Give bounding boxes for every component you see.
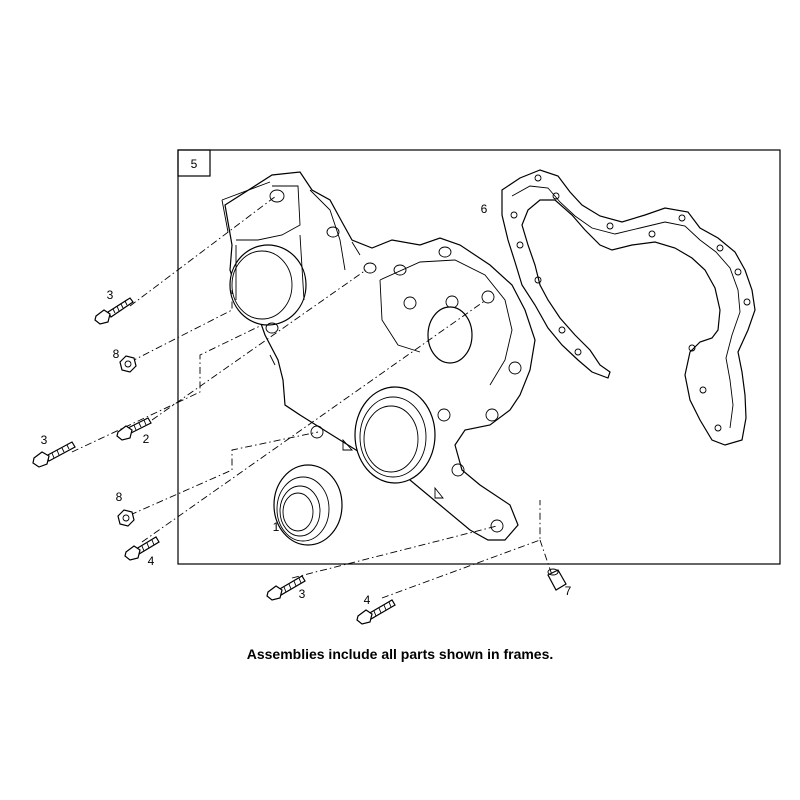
screw-3-bottom: 3 bbox=[266, 575, 306, 601]
timing-cover bbox=[221, 171, 536, 541]
nut-8-upper: 8 bbox=[113, 347, 137, 373]
screw-3-left: 3 bbox=[32, 433, 76, 468]
fasteners: 3 8 3 2 8 bbox=[32, 288, 572, 625]
callout-screw-short: 2 bbox=[143, 432, 150, 446]
callout-screw-mid-left: 4 bbox=[148, 554, 155, 568]
callout-nut-lower: 8 bbox=[116, 490, 123, 504]
callout-gasket: 6 bbox=[481, 202, 488, 216]
nut-8-lower: 8 bbox=[116, 490, 135, 527]
assembly-lines bbox=[71, 195, 553, 599]
screw-3-top: 3 bbox=[94, 288, 134, 325]
frame-label: 5 bbox=[191, 157, 198, 171]
callout-screw-left: 3 bbox=[41, 433, 48, 447]
screw-2: 2 bbox=[116, 417, 152, 446]
callout-nut-upper: 8 bbox=[113, 347, 120, 361]
callout-seal: 1 bbox=[273, 520, 280, 534]
screw-4-left: 4 bbox=[124, 536, 160, 568]
cover-gasket: 6 bbox=[481, 169, 756, 446]
assembly-caption: Assemblies include all parts shown in fr… bbox=[246, 646, 554, 662]
callout-dowel: 7 bbox=[565, 584, 572, 598]
screw-4-bottom: 4 bbox=[356, 593, 396, 625]
callout-screw-bottom: 3 bbox=[299, 587, 306, 601]
dowel-7: 7 bbox=[547, 568, 572, 598]
callout-screw-bottom-right: 4 bbox=[364, 593, 371, 607]
oil-seal: 1 bbox=[273, 464, 343, 546]
callout-screw-top: 3 bbox=[107, 288, 114, 302]
frame-label-box bbox=[177, 149, 211, 177]
assembly-frame: 5 bbox=[177, 149, 781, 565]
